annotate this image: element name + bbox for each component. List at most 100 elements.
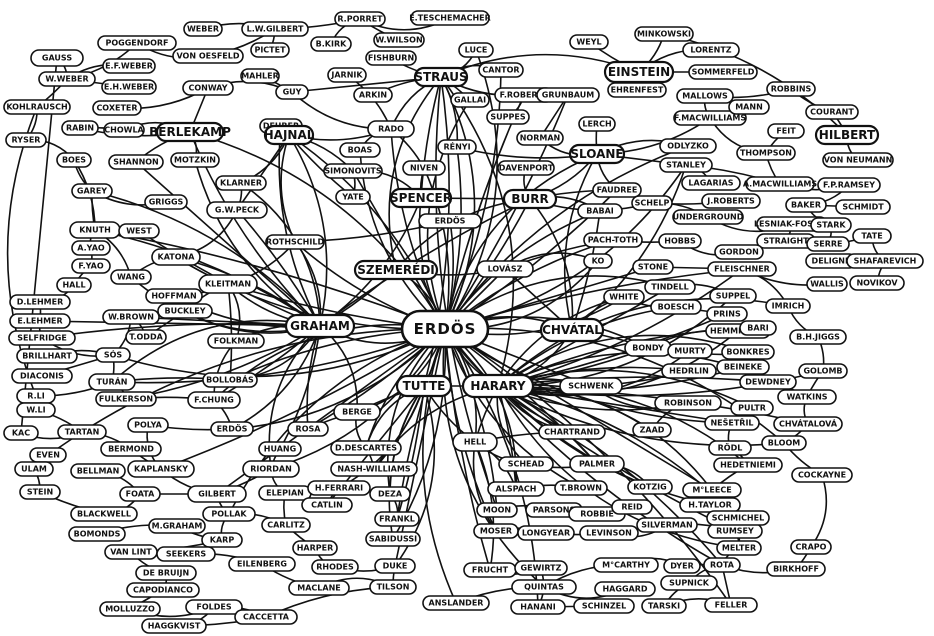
author-node: ROTHSCHILD <box>265 234 325 250</box>
author-node: E.H.WEBER <box>101 79 157 95</box>
author-node: RADO <box>367 120 415 138</box>
author-node: GAUSS <box>30 49 84 67</box>
author-node: B.KIRK <box>310 36 352 52</box>
node-outline <box>739 320 777 336</box>
author-node: BERMOND <box>100 441 162 457</box>
author-node: ROBINSON <box>654 395 722 411</box>
node-outline <box>68 526 126 542</box>
author-node: FRUCHT <box>463 562 517 578</box>
node-outline <box>450 92 490 108</box>
node-outline <box>573 598 635 614</box>
node-label: GALLAI <box>454 96 486 105</box>
node-label: HANANI <box>520 603 555 612</box>
node-outline <box>707 261 777 277</box>
node-outline <box>611 499 653 515</box>
node-outline <box>708 440 752 456</box>
node-label: EVEN <box>36 451 60 460</box>
node-outline <box>650 299 702 315</box>
node-label: YATE <box>341 193 364 202</box>
node-outline <box>452 432 498 452</box>
node-label: REID <box>621 503 643 512</box>
node-outline <box>56 277 92 293</box>
author-node: LONGYEAR <box>517 525 575 541</box>
author-node: NEŠETŘIL <box>704 415 760 431</box>
node-label: PULTR <box>738 404 766 413</box>
author-node: A.YAO <box>71 240 111 256</box>
node-label: SILVERMAN <box>641 521 692 530</box>
node-outline <box>706 306 748 322</box>
node-outline <box>498 456 554 472</box>
author-node: MURTY <box>667 343 713 359</box>
author-node: TINDELL <box>644 279 696 295</box>
node-label: MOSER <box>480 527 512 536</box>
author-node: FLEISCHNER <box>707 261 777 277</box>
node-outline <box>516 130 564 146</box>
node-label: FEIT <box>776 127 796 136</box>
author-node: FEIT <box>767 123 805 139</box>
node-outline <box>632 422 672 438</box>
node-outline <box>144 194 188 210</box>
node-label: HARARY <box>470 379 525 393</box>
author-node: PACH-TOTH <box>583 232 643 248</box>
node-outline <box>766 561 826 577</box>
node-outline <box>511 579 577 595</box>
author-node: MALLOWS <box>676 88 734 104</box>
node-outline <box>603 289 645 305</box>
node-label: BLOOM <box>768 439 801 448</box>
collaboration-edge <box>444 94 569 330</box>
node-outline <box>241 21 309 37</box>
node-outline <box>228 556 296 572</box>
node-outline <box>658 233 702 249</box>
node-label: W.BROWN <box>108 313 154 322</box>
author-node: PALMER <box>569 455 625 473</box>
node-outline <box>126 582 200 598</box>
author-node: KO <box>583 253 613 269</box>
author-node: POLYA <box>127 417 169 433</box>
collaboration-edge <box>810 474 828 548</box>
author-node: SABIDUSSI <box>365 531 421 547</box>
node-label: J.ROBERTS <box>706 197 755 206</box>
node-outline <box>8 330 76 346</box>
node-label: RUMSEY <box>716 527 754 536</box>
node-outline <box>487 481 545 497</box>
node-label: HILBERT <box>819 128 876 142</box>
node-outline <box>182 80 234 96</box>
author-node: GRIGGS <box>144 194 188 210</box>
node-outline <box>157 303 213 319</box>
collaboration-edge <box>563 153 598 331</box>
node-outline <box>676 88 734 104</box>
node-label: GAUSS <box>42 54 72 63</box>
author-node: KAPLANSKY <box>127 460 195 478</box>
author-node: FULKERSON <box>95 391 157 407</box>
node-outline <box>369 579 417 595</box>
node-outline <box>413 66 469 88</box>
node-outline <box>632 259 674 275</box>
node-label: B.KIRK <box>316 40 347 49</box>
node-label: A.MACWILLIAMS <box>743 180 818 189</box>
node-label: MOON <box>483 506 511 515</box>
author-node: BEINEKE <box>716 359 770 375</box>
node-label: BURR <box>511 192 548 206</box>
node-outline <box>706 510 770 526</box>
author-node: DAVENPORT <box>497 160 555 176</box>
node-label: M°LEECE <box>692 486 731 495</box>
node-label: GAREY <box>77 187 107 196</box>
author-node: MAHLER <box>240 68 280 84</box>
node-label: BOAS <box>348 146 373 155</box>
node-label: KAC <box>12 429 30 438</box>
node-label: FOATA <box>126 490 155 499</box>
node-outline <box>57 424 107 440</box>
author-node: H.TAYLOR <box>679 497 741 513</box>
node-label: BUCKLEY <box>164 307 205 316</box>
collaboration-edge <box>288 134 328 327</box>
node-label: SUPPEL <box>716 292 751 301</box>
node-label: KATONA <box>158 253 196 262</box>
node-outline <box>806 276 848 292</box>
node-label: FRANKL <box>379 515 415 524</box>
node-outline <box>261 517 311 533</box>
author-node: BLOOM <box>761 435 807 451</box>
author-node: SERRE <box>806 236 850 252</box>
node-outline <box>660 575 718 591</box>
author-node: ALSPACH <box>487 481 545 497</box>
author-node: BARI <box>739 320 777 336</box>
